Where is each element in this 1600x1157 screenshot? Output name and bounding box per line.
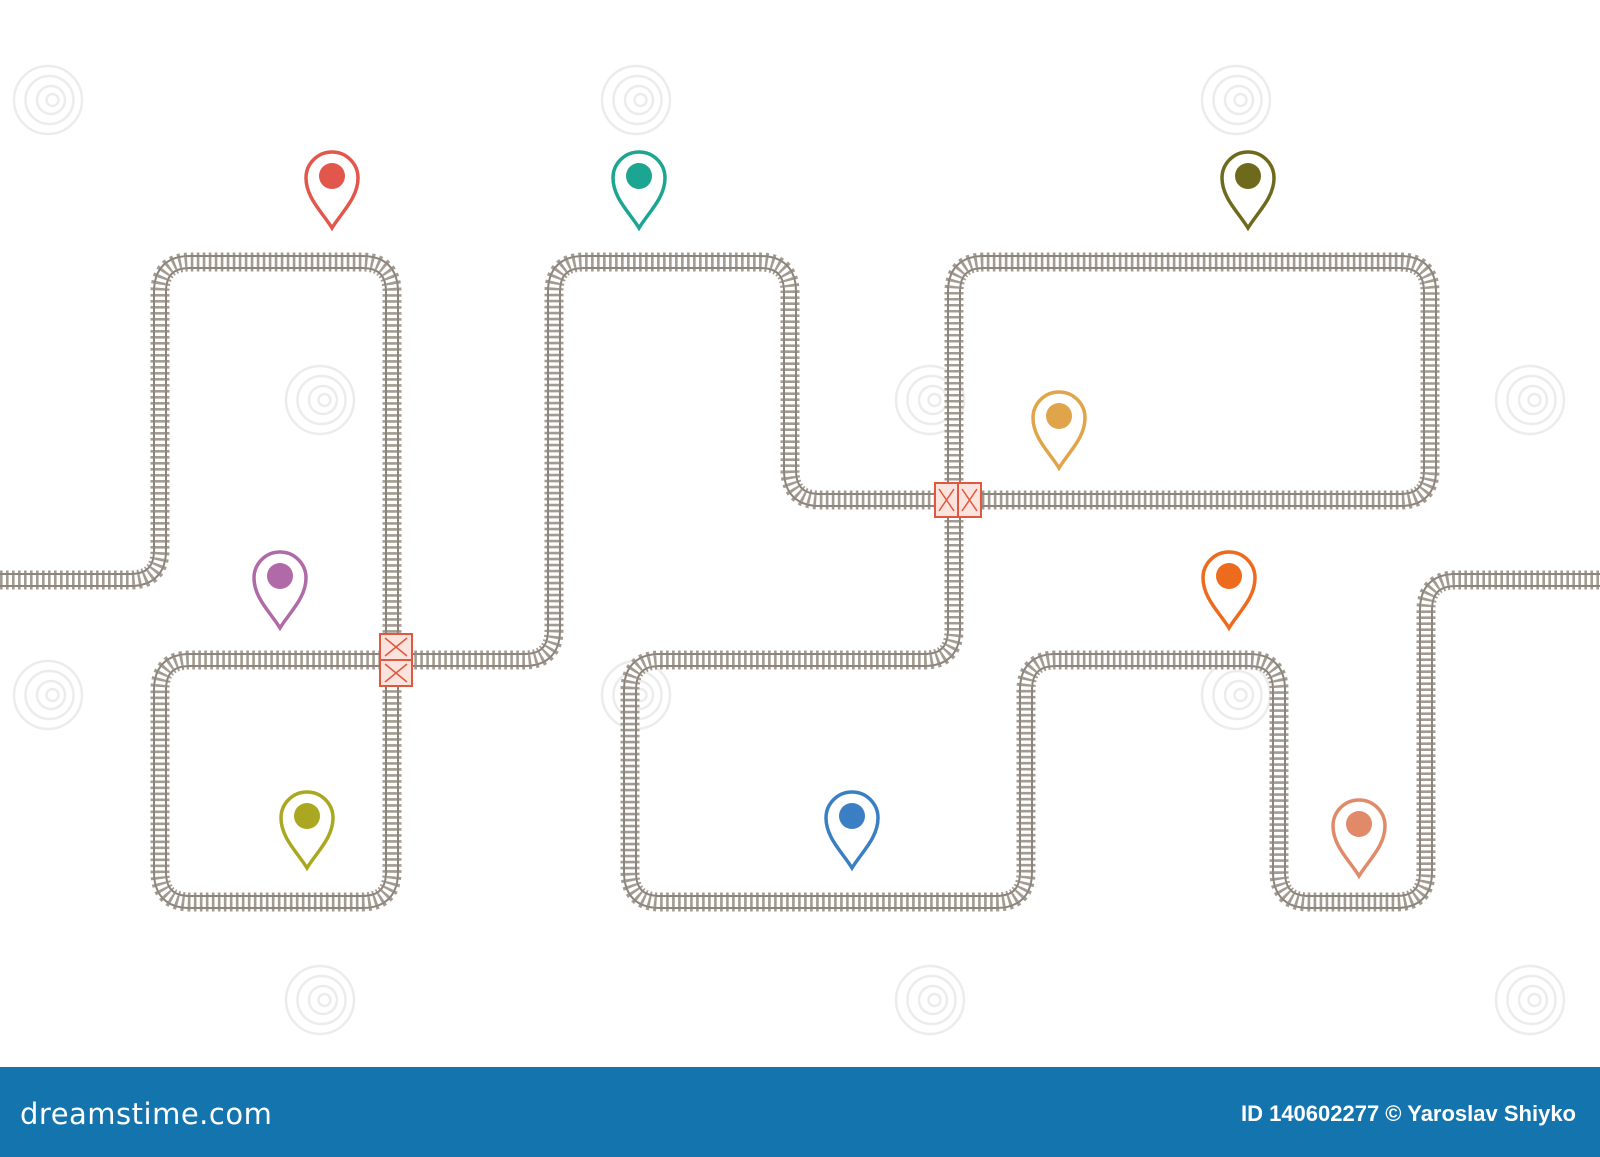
dreamstime-logo: dreamstime.com [20,1097,273,1131]
map-pin-orange-yellow-icon[interactable] [1031,390,1087,472]
watermark-spiral-icon [284,364,356,436]
map-pin-purple-icon[interactable] [252,550,308,632]
watermark-spiral-icon [12,659,84,731]
footer-bar: dreamstime.com ID 140602277 © Yaroslav S… [0,1067,1600,1157]
crossings-layer [379,482,982,687]
watermark-spiral-icon [894,964,966,1036]
watermark-spiral-icon [284,964,356,1036]
railway-map [0,64,1600,1036]
railroad-track [0,252,1600,912]
map-pin-blue-icon[interactable] [824,790,880,872]
watermark-spiral-icon [12,64,84,136]
level-crossing [934,482,982,518]
image-credit: ID 140602277 © Yaroslav Shiyko [1240,1101,1576,1126]
watermark-spiral-icon [600,64,672,136]
map-pin-orange-icon[interactable] [1201,550,1257,632]
map-pin-salmon-icon[interactable] [1331,798,1387,880]
watermark-spiral-icon [1200,659,1272,731]
pins-layer [252,150,1387,880]
watermark-layer [12,64,1566,1036]
track-ties [0,257,1600,907]
watermark-spiral-icon [1494,964,1566,1036]
map-pin-red-icon[interactable] [304,150,360,232]
map-pin-teal-icon[interactable] [611,150,667,232]
level-crossing [379,633,413,687]
watermark-spiral-icon [1494,364,1566,436]
map-pin-lime-olive-icon[interactable] [279,790,335,872]
map-pin-olive-icon[interactable] [1220,150,1276,232]
watermark-spiral-icon [1200,64,1272,136]
